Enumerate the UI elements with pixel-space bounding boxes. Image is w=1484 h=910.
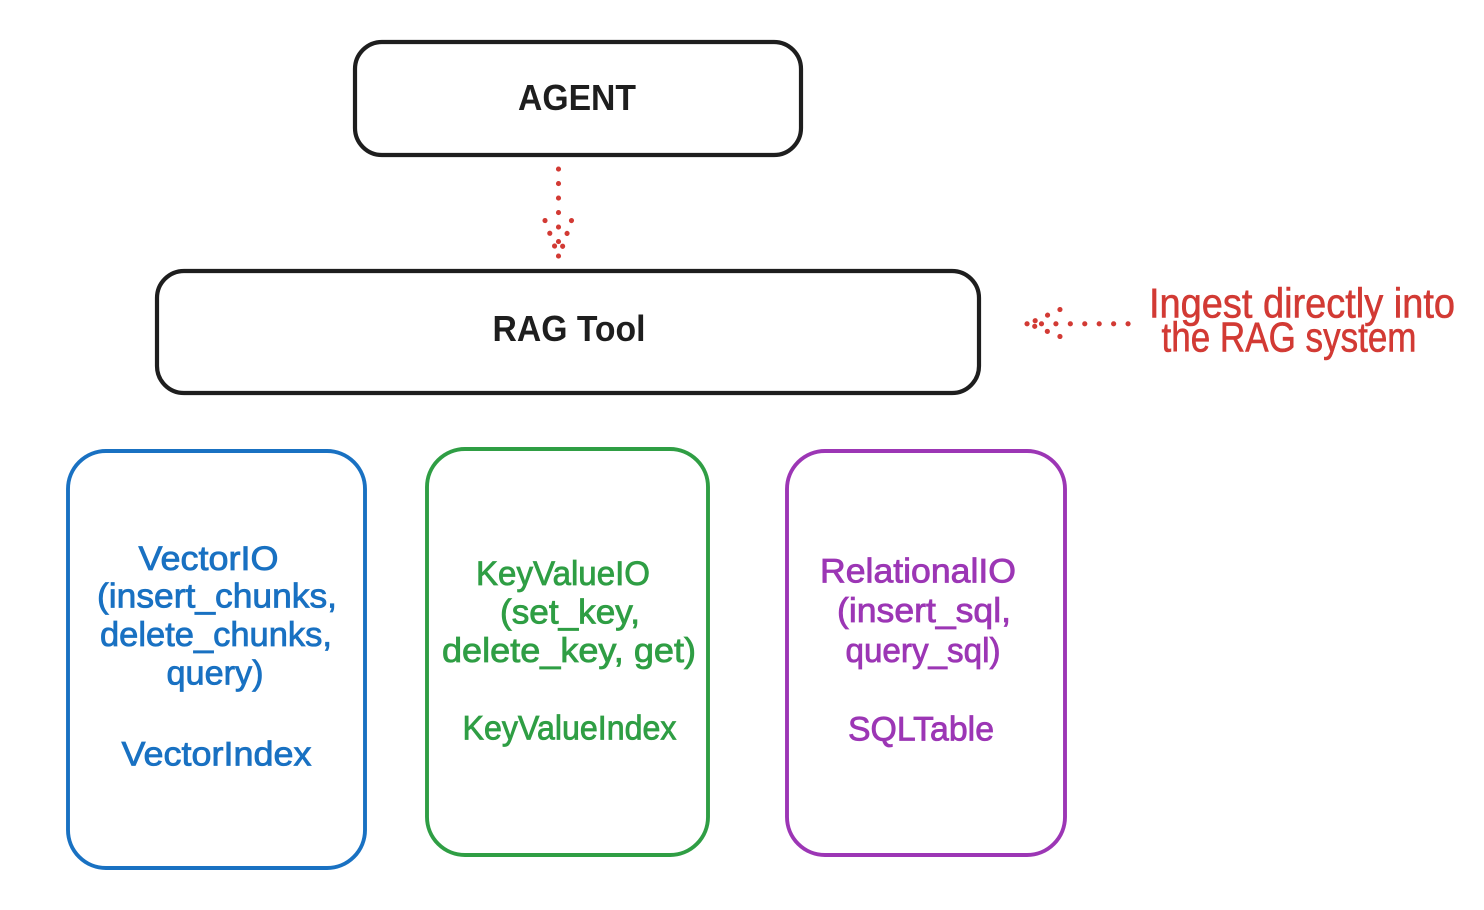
svg-text:(set_key,: (set_key, (500, 594, 640, 632)
svg-text:VectorIndex: VectorIndex (122, 736, 312, 774)
svg-text:RAG Tool: RAG Tool (493, 308, 646, 349)
svg-text:VectorIO: VectorIO (139, 540, 279, 578)
svg-text:the RAG system: the RAG system (1162, 314, 1417, 361)
svg-text:KeyValueIO: KeyValueIO (476, 555, 650, 593)
svg-text:(insert_chunks,: (insert_chunks, (97, 578, 337, 616)
svg-text:Ingest directly into: Ingest directly into (1149, 280, 1455, 327)
svg-text:RelationalIO: RelationalIO (820, 553, 1016, 591)
svg-text:AGENT: AGENT (518, 77, 636, 118)
svg-text:delete_chunks,: delete_chunks, (100, 616, 332, 654)
svg-text:delete_key, get): delete_key, get) (442, 632, 696, 670)
svg-text:KeyValueIndex: KeyValueIndex (463, 710, 677, 748)
svg-text:SQLTable: SQLTable (848, 711, 994, 749)
svg-text:query_sql): query_sql) (846, 632, 1001, 670)
svg-text:query): query) (167, 655, 264, 693)
svg-text:(insert_sql,: (insert_sql, (837, 592, 1011, 630)
